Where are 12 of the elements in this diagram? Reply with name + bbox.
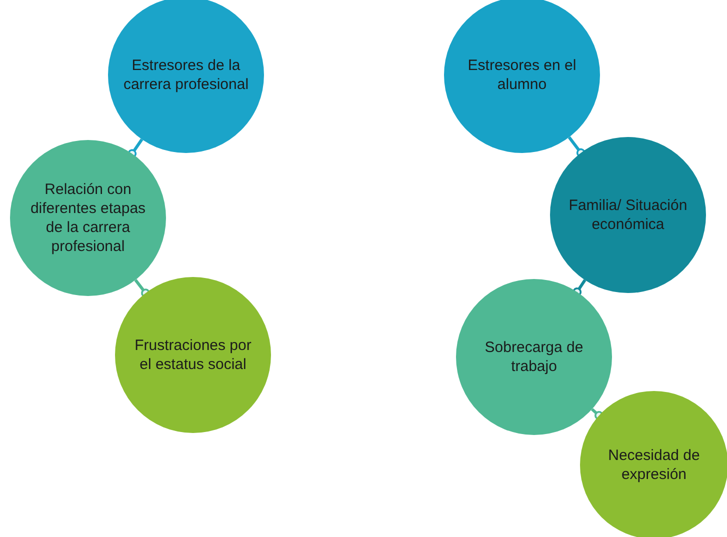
node-label: Familia/ Situación económica <box>568 196 688 234</box>
node-label: Relación con diferentes etapas de la carrera profesional <box>29 180 147 256</box>
node-label: Necesidad de expresión <box>607 446 701 484</box>
node-label: Frustraciones por el estatus social <box>134 336 252 374</box>
node-label: Sobrecarga de trabajo <box>484 338 584 376</box>
connector-line <box>128 138 144 158</box>
node-label: Estresores de la carrera profesional <box>122 56 250 94</box>
connector-line <box>590 408 604 420</box>
connector-line <box>134 279 150 298</box>
node-label: Estresores en el alumno <box>466 56 578 94</box>
connector-line <box>572 279 586 296</box>
connector-line <box>568 136 586 158</box>
